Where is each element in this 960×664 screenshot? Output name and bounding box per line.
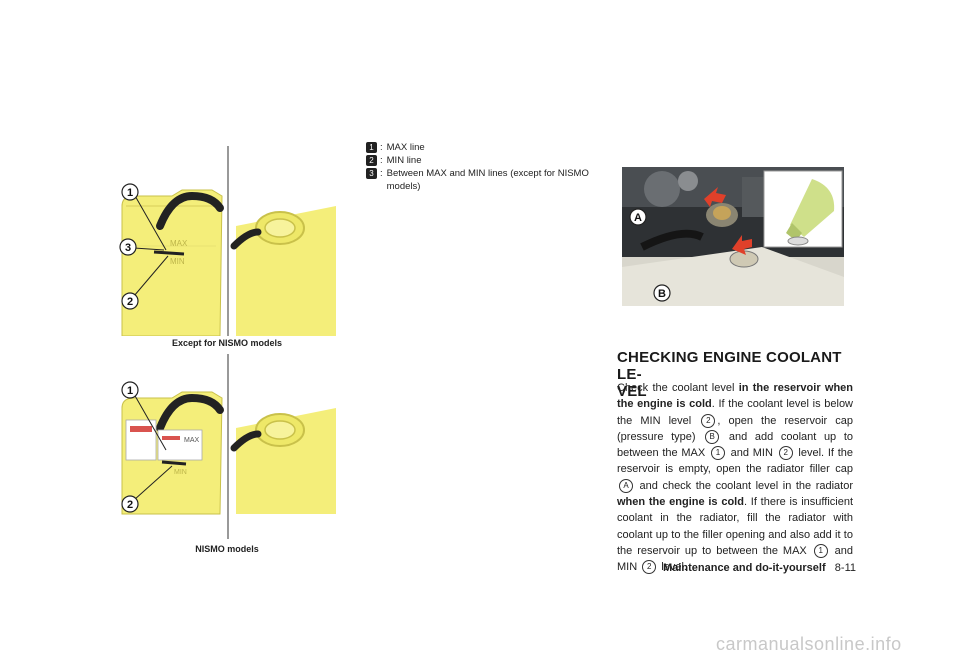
- callout-legend-item: 3: Between MAX and MIN lines (except for…: [366, 167, 606, 193]
- footer-chapter: Maintenance and do-it-yourself: [663, 562, 826, 574]
- ref-letter-b: B: [705, 429, 720, 444]
- callout-legend: 1: MAX line 2: MIN line 3: Between MAX a…: [366, 141, 606, 193]
- section-heading: CHECKING ENGINE COOLANT LE- VEL: [617, 349, 853, 400]
- legend-text-1: MAX line: [386, 142, 425, 153]
- text-run: . If the coolant level is below the MIN …: [617, 398, 854, 427]
- emphasis-text: in the reservoir when the engine is cold: [617, 382, 853, 411]
- text-run: and check the coolant level in the radia…: [635, 479, 853, 492]
- text-run: . If there is insufficient coolant in th…: [617, 496, 854, 557]
- site-watermark: carmanualsonline.info: [716, 634, 902, 654]
- callout-3: 3: [125, 242, 131, 254]
- text-run: level. If the reservoir is empty, open t…: [617, 447, 853, 476]
- callout-legend-item: 1: MAX line: [366, 141, 606, 154]
- ref-num-2: 2: [701, 413, 716, 428]
- ref-num-1: 1: [813, 544, 828, 559]
- text-run: , open the reservoir cap (pressure type): [617, 414, 853, 443]
- nismo-callout-1: 1: [127, 385, 133, 397]
- figure-reservoir-standard: MAX MIN 1 3 2: [112, 146, 342, 337]
- page-footer: Maintenance and do-it-yourself 8-11: [620, 562, 856, 574]
- heading-line-1: CHECKING ENGINE COOLANT LE-: [617, 349, 842, 383]
- figure-caption-standard: Except for NISMO models: [171, 338, 283, 348]
- text-run: and MIN: [726, 447, 777, 460]
- text-run: and add coolant up to between the MAX: [617, 430, 853, 460]
- figure-reservoir-nismo: MAX MIN 1 2: [112, 354, 342, 539]
- ref-letter-a: A: [619, 478, 633, 493]
- ref-num-2: 2: [778, 446, 793, 461]
- heading-line-2: VEL: [617, 383, 647, 400]
- engine-bay-illustration: A B: [622, 167, 844, 306]
- max-text: MAX: [170, 239, 188, 248]
- min-text: MIN: [170, 257, 185, 266]
- legend-text-2: MIN line: [386, 155, 422, 166]
- reservoir-standard-illustration: MAX MIN 1 3 2: [119, 146, 336, 337]
- emphasis-text: when the engine is cold: [617, 496, 744, 509]
- ref-num-1: 1: [710, 446, 725, 461]
- text-run: level.: [658, 561, 687, 574]
- body-paragraph: Check the coolant level in the reservoir…: [617, 380, 853, 576]
- nismo-max-text: MAX: [184, 437, 200, 444]
- legend-num-3: 3: [366, 168, 377, 179]
- reservoir-nismo-illustration: MAX MIN 1 2: [121, 354, 336, 539]
- callout-legend-item: 2: MIN line: [366, 154, 606, 167]
- figure-caption-nismo: NISMO models: [195, 544, 259, 554]
- engine-bay-photo: A B: [622, 167, 844, 306]
- callout-1: 1: [127, 187, 133, 199]
- photo-callout-b: B: [658, 288, 666, 300]
- legend-num-2: 2: [366, 155, 377, 166]
- nismo-callout-2: 2: [127, 499, 133, 511]
- legend-num-1: 1: [366, 142, 377, 153]
- footer-page-number: 8-11: [834, 562, 856, 574]
- ref-num-2: 2: [642, 560, 657, 575]
- text-run: Check the coolant level: [617, 382, 739, 394]
- legend-text-3: Between MAX and MIN lines (except for NI…: [386, 168, 589, 192]
- callout-2: 2: [127, 296, 133, 308]
- nismo-min-text: MIN: [174, 469, 187, 476]
- photo-callout-a: A: [634, 212, 642, 224]
- text-run: and MIN: [617, 544, 853, 574]
